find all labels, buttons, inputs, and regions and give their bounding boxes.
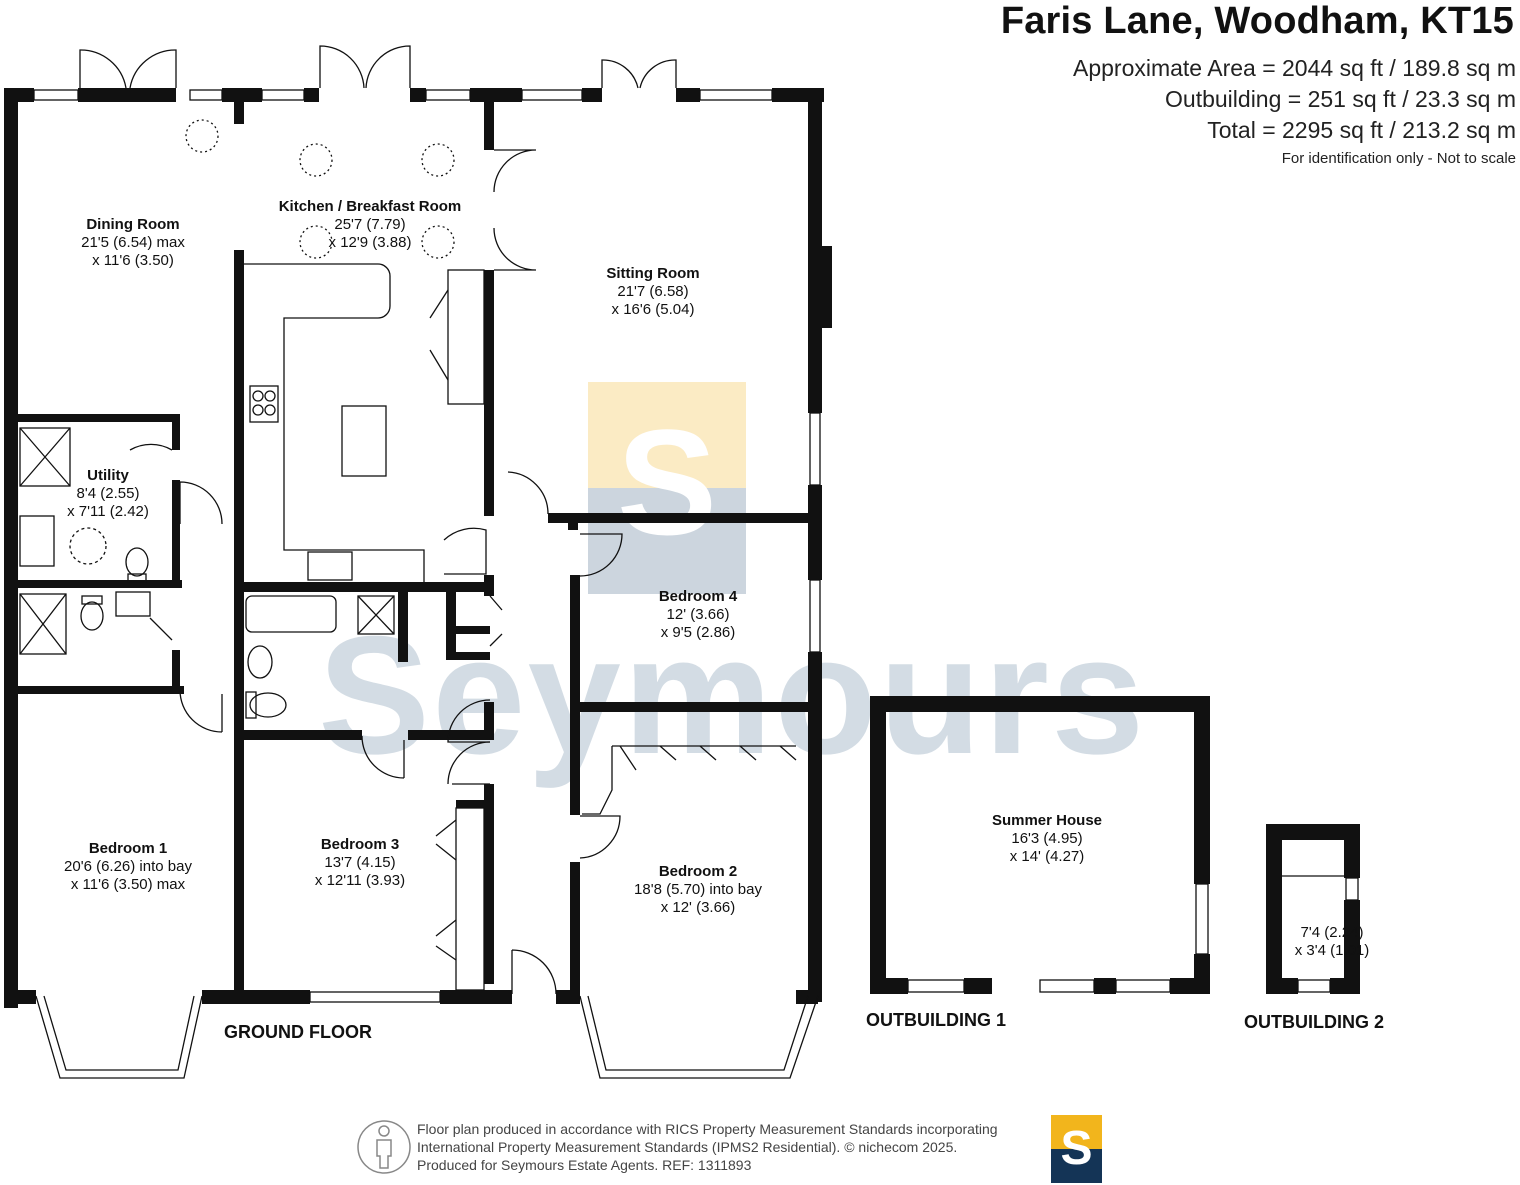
room-dim: 18'8 (5.70) into bay [634, 881, 762, 898]
room-name: Bedroom 4 [658, 588, 738, 605]
area-total: Total = 2295 sq ft / 213.2 sq m [1207, 117, 1516, 143]
room-dim: 16'3 (4.95) [1011, 830, 1083, 847]
room-name: Bedroom 3 [320, 836, 400, 853]
room-dim: x 11'6 (3.50) max [70, 876, 186, 893]
room-dim: x 12'9 (3.88) [328, 234, 412, 251]
room-label-bedroom4: Bedroom 4 12' (3.66) x 9'5 (2.86) [628, 588, 768, 642]
room-label-utility: Utility 8'4 (2.55) x 7'11 (2.42) [48, 467, 168, 521]
chimney [822, 246, 832, 328]
room-name: Kitchen / Breakfast Room [278, 198, 462, 215]
ground-floor-label: GROUND FLOOR [224, 1022, 372, 1042]
person-scale-icon [357, 1120, 411, 1174]
room-dim: x 14' (4.27) [1009, 848, 1085, 865]
outbuilding1-wall [870, 696, 1210, 712]
room-label-bedroom2: Bedroom 2 18'8 (5.70) into bay x 12' (3.… [608, 863, 788, 917]
footer-line: Floor plan produced in accordance with R… [417, 1121, 998, 1137]
room-label-dining: Dining Room 21'5 (6.54) max x 11'6 (3.50… [58, 216, 208, 270]
room-name: Summer House [991, 812, 1103, 829]
outbuilding2-wall [1266, 824, 1360, 840]
room-name: Utility [87, 467, 129, 484]
room-dim: 8'4 (2.55) [76, 485, 140, 502]
area-main: Approximate Area = 2044 sq ft / 189.8 sq… [1072, 55, 1516, 81]
room-dim: x 3'4 (1.01) [1294, 942, 1370, 959]
room-dim: 25'7 (7.79) [334, 216, 406, 233]
room-label-outbuilding2: 7'4 (2.24) x 3'4 (1.01) [1272, 924, 1392, 960]
room-name: Bedroom 1 [88, 840, 168, 857]
room-name: Bedroom 2 [658, 863, 738, 880]
room-dim: x 16'6 (5.04) [611, 301, 695, 318]
area-outbuilding: Outbuilding = 251 sq ft / 23.3 sq m [1165, 86, 1516, 112]
room-dim: 12' (3.66) [666, 606, 730, 623]
room-dim: x 9'5 (2.86) [660, 624, 736, 641]
outbuilding1-label: OUTBUILDING 1 [866, 1010, 1007, 1030]
room-dim: x 11'6 (3.50) [92, 252, 174, 269]
wall-west [4, 88, 18, 1008]
footer-notes: Floor plan produced in accordance with R… [417, 1120, 998, 1174]
room-label-sitting: Sitting Room 21'7 (6.58) x 16'6 (5.04) [578, 265, 728, 319]
room-dim: 7'4 (2.24) [1300, 924, 1364, 941]
logo-letter: S [1060, 1122, 1093, 1175]
room-dim: 21'5 (6.54) max [81, 234, 185, 251]
seymours-logo: S [1051, 1115, 1102, 1183]
room-dim: x 7'11 (2.42) [67, 503, 149, 520]
outbuilding2-label: OUTBUILDING 2 [1244, 1012, 1385, 1032]
walls [4, 88, 1360, 1008]
room-dim: x 12'11 (3.93) [314, 872, 406, 889]
footer-line: Produced for Seymours Estate Agents. REF… [417, 1157, 752, 1173]
property-title: Faris Lane, Woodham, KT15 [1000, 0, 1514, 42]
room-dim: 20'6 (6.26) into bay [64, 858, 192, 875]
room-dim: 21'7 (6.58) [617, 283, 689, 300]
room-name: Sitting Room [606, 265, 700, 282]
room-name: Dining Room [86, 216, 180, 233]
room-label-summer-house: Summer House 16'3 (4.95) x 14' (4.27) [972, 812, 1122, 866]
fixtures [19, 45, 1359, 1079]
wall-east-upper [808, 88, 822, 413]
room-dim: 13'7 (4.15) [324, 854, 396, 871]
watermark-logo: S [588, 382, 746, 594]
room-label-bedroom1: Bedroom 1 20'6 (6.26) into bay x 11'6 (3… [40, 840, 216, 894]
disclaimer: For identification only - Not to scale [1281, 150, 1516, 167]
footer-line: International Property Measurement Stand… [417, 1139, 958, 1155]
room-dim: x 12' (3.66) [660, 899, 736, 916]
watermark-logo-letter: S [616, 398, 718, 566]
room-label-bedroom3: Bedroom 3 13'7 (4.15) x 12'11 (3.93) [290, 836, 430, 890]
room-label-kitchen: Kitchen / Breakfast Room 25'7 (7.79) x 1… [250, 198, 490, 252]
